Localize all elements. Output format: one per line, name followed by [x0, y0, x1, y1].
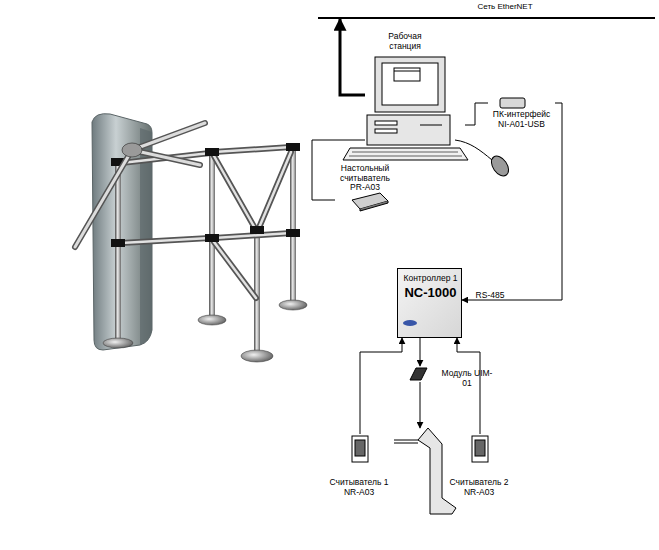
device-label: Настольный считыватель PR-A03: [335, 164, 395, 193]
connector: [420, 338, 421, 366]
module: Модуль UIM-01: [405, 366, 495, 382]
device-label: Считыватель 1 NR-A03: [328, 478, 390, 497]
device-label: Считыватель 2 NR-A03: [448, 478, 510, 497]
module-icon: [410, 368, 427, 380]
interface-icon: [500, 98, 525, 108]
connector: [340, 19, 365, 95]
controller-body: [397, 268, 462, 338]
desk-reader: Настольный считыватель PR-A03: [335, 163, 395, 211]
turnstile-symbol: [394, 428, 456, 514]
reader: Считыватель 1 NR-A03: [328, 434, 390, 498]
connector: [457, 338, 480, 434]
connector: [462, 103, 562, 300]
connector: [312, 140, 365, 200]
control-wire: [420, 382, 421, 428]
turnstile-photo: [75, 114, 307, 362]
device-label: Модуль UIM-01: [439, 369, 495, 388]
mouse-icon: [455, 140, 512, 179]
workstation: Рабочая станция: [365, 30, 465, 162]
computer-icon: [343, 57, 468, 160]
network-label: Сеть EtherNET: [445, 3, 565, 12]
pc-interface: ПК-интерфейс NI-A01-USB: [488, 96, 555, 130]
device-label: Рабочая станция: [381, 32, 429, 51]
desk-reader-icon: [352, 193, 388, 211]
model-number: NC-1000: [398, 286, 463, 301]
signal-label: RS-485: [468, 291, 512, 300]
network-bus: Сеть EtherNET: [318, 0, 655, 19]
device-label: ПК-интерфейс NI-A01-USB: [488, 110, 555, 129]
reader: Считыватель 2 NR-A03: [448, 434, 510, 498]
controller-label: Контроллер 1: [400, 274, 461, 284]
connector: [360, 338, 402, 434]
controller-box: Контроллер 1 NC-1000: [397, 268, 462, 338]
connector: [465, 103, 488, 125]
